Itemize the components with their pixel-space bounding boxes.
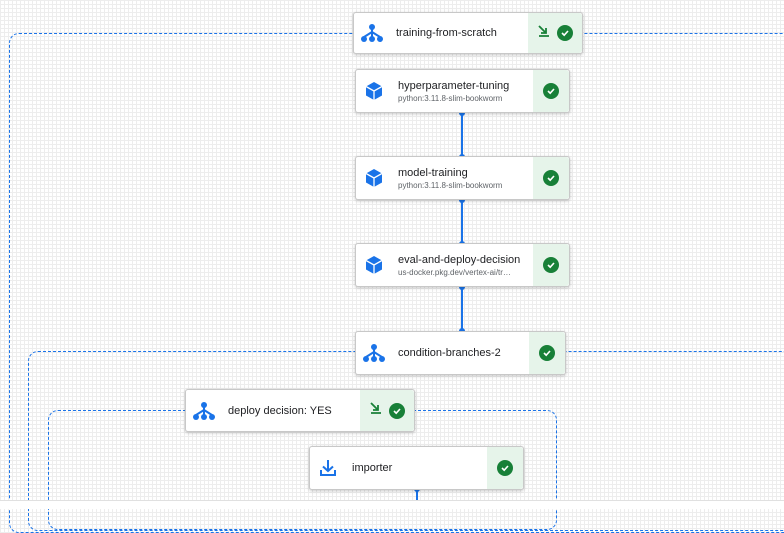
node-title: condition-branches-2 (398, 347, 501, 359)
node-model-training[interactable]: model-training python:3.11.8-slim-bookwo… (355, 156, 570, 200)
node-eval-and-deploy-decision[interactable]: eval-and-deploy-decision us-docker.pkg.d… (355, 243, 570, 287)
success-check-icon (389, 402, 405, 419)
edge-eval-to-condition (461, 287, 463, 331)
component-cube-icon (356, 157, 392, 199)
pipeline-icon (356, 332, 392, 374)
edge-importer-out (416, 489, 418, 503)
node-image: python:3.11.8-slim-bookworm (398, 93, 503, 103)
edge-start-dot (459, 197, 465, 203)
node-hyperparameter-tuning[interactable]: hyperparameter-tuning python:3.11.8-slim… (355, 69, 570, 113)
node-text: hyperparameter-tuning python:3.11.8-slim… (392, 70, 533, 112)
component-cube-icon (356, 244, 392, 286)
node-image: us-docker.pkg.dev/vertex-ai/tr… (398, 267, 511, 277)
node-title: deploy decision: YES (228, 404, 332, 417)
node-condition-branches-2[interactable]: condition-branches-2 (355, 331, 566, 375)
node-title: model-training (398, 166, 468, 179)
node-title: training-from-scratch (396, 27, 497, 39)
node-status (529, 332, 565, 374)
node-text: deploy decision: YES (222, 390, 360, 431)
component-cube-icon (356, 70, 392, 112)
node-training-from-scratch[interactable]: training-from-scratch (353, 12, 583, 54)
expand-subgraph-icon[interactable] (369, 401, 383, 420)
pipeline-icon (354, 13, 390, 53)
node-text: condition-branches-2 (392, 332, 529, 374)
node-status (528, 13, 582, 53)
success-check-icon (557, 25, 573, 41)
node-status (533, 70, 569, 112)
edge-training-to-eval (461, 200, 463, 244)
download-icon (310, 447, 346, 489)
expand-subgraph-icon[interactable] (537, 24, 551, 43)
edge-hyperparameter-to-training (461, 113, 463, 157)
success-check-icon (539, 345, 555, 361)
node-status (487, 447, 523, 489)
node-text: eval-and-deploy-decision us-docker.pkg.d… (392, 244, 533, 286)
edge-start-dot (459, 284, 465, 290)
success-check-icon (543, 257, 559, 273)
pipeline-icon (186, 390, 222, 431)
node-image: python:3.11.8-slim-bookworm (398, 180, 503, 190)
node-title: importer (352, 462, 393, 474)
success-check-icon (497, 460, 513, 476)
node-status (360, 390, 414, 431)
node-status (533, 157, 569, 199)
success-check-icon (543, 83, 559, 99)
node-title: eval-and-deploy-decision (398, 253, 521, 266)
node-status (533, 244, 569, 286)
success-check-icon (543, 170, 559, 186)
canvas-bottom-edge (0, 500, 784, 509)
node-deploy-decision-yes[interactable]: deploy decision: YES (185, 389, 415, 432)
node-text: model-training python:3.11.8-slim-bookwo… (392, 157, 533, 199)
node-text: importer (346, 447, 487, 489)
node-title: hyperparameter-tuning (398, 79, 510, 92)
edge-start-dot (459, 110, 465, 116)
node-text: training-from-scratch (390, 13, 528, 53)
node-importer[interactable]: importer (309, 446, 524, 490)
